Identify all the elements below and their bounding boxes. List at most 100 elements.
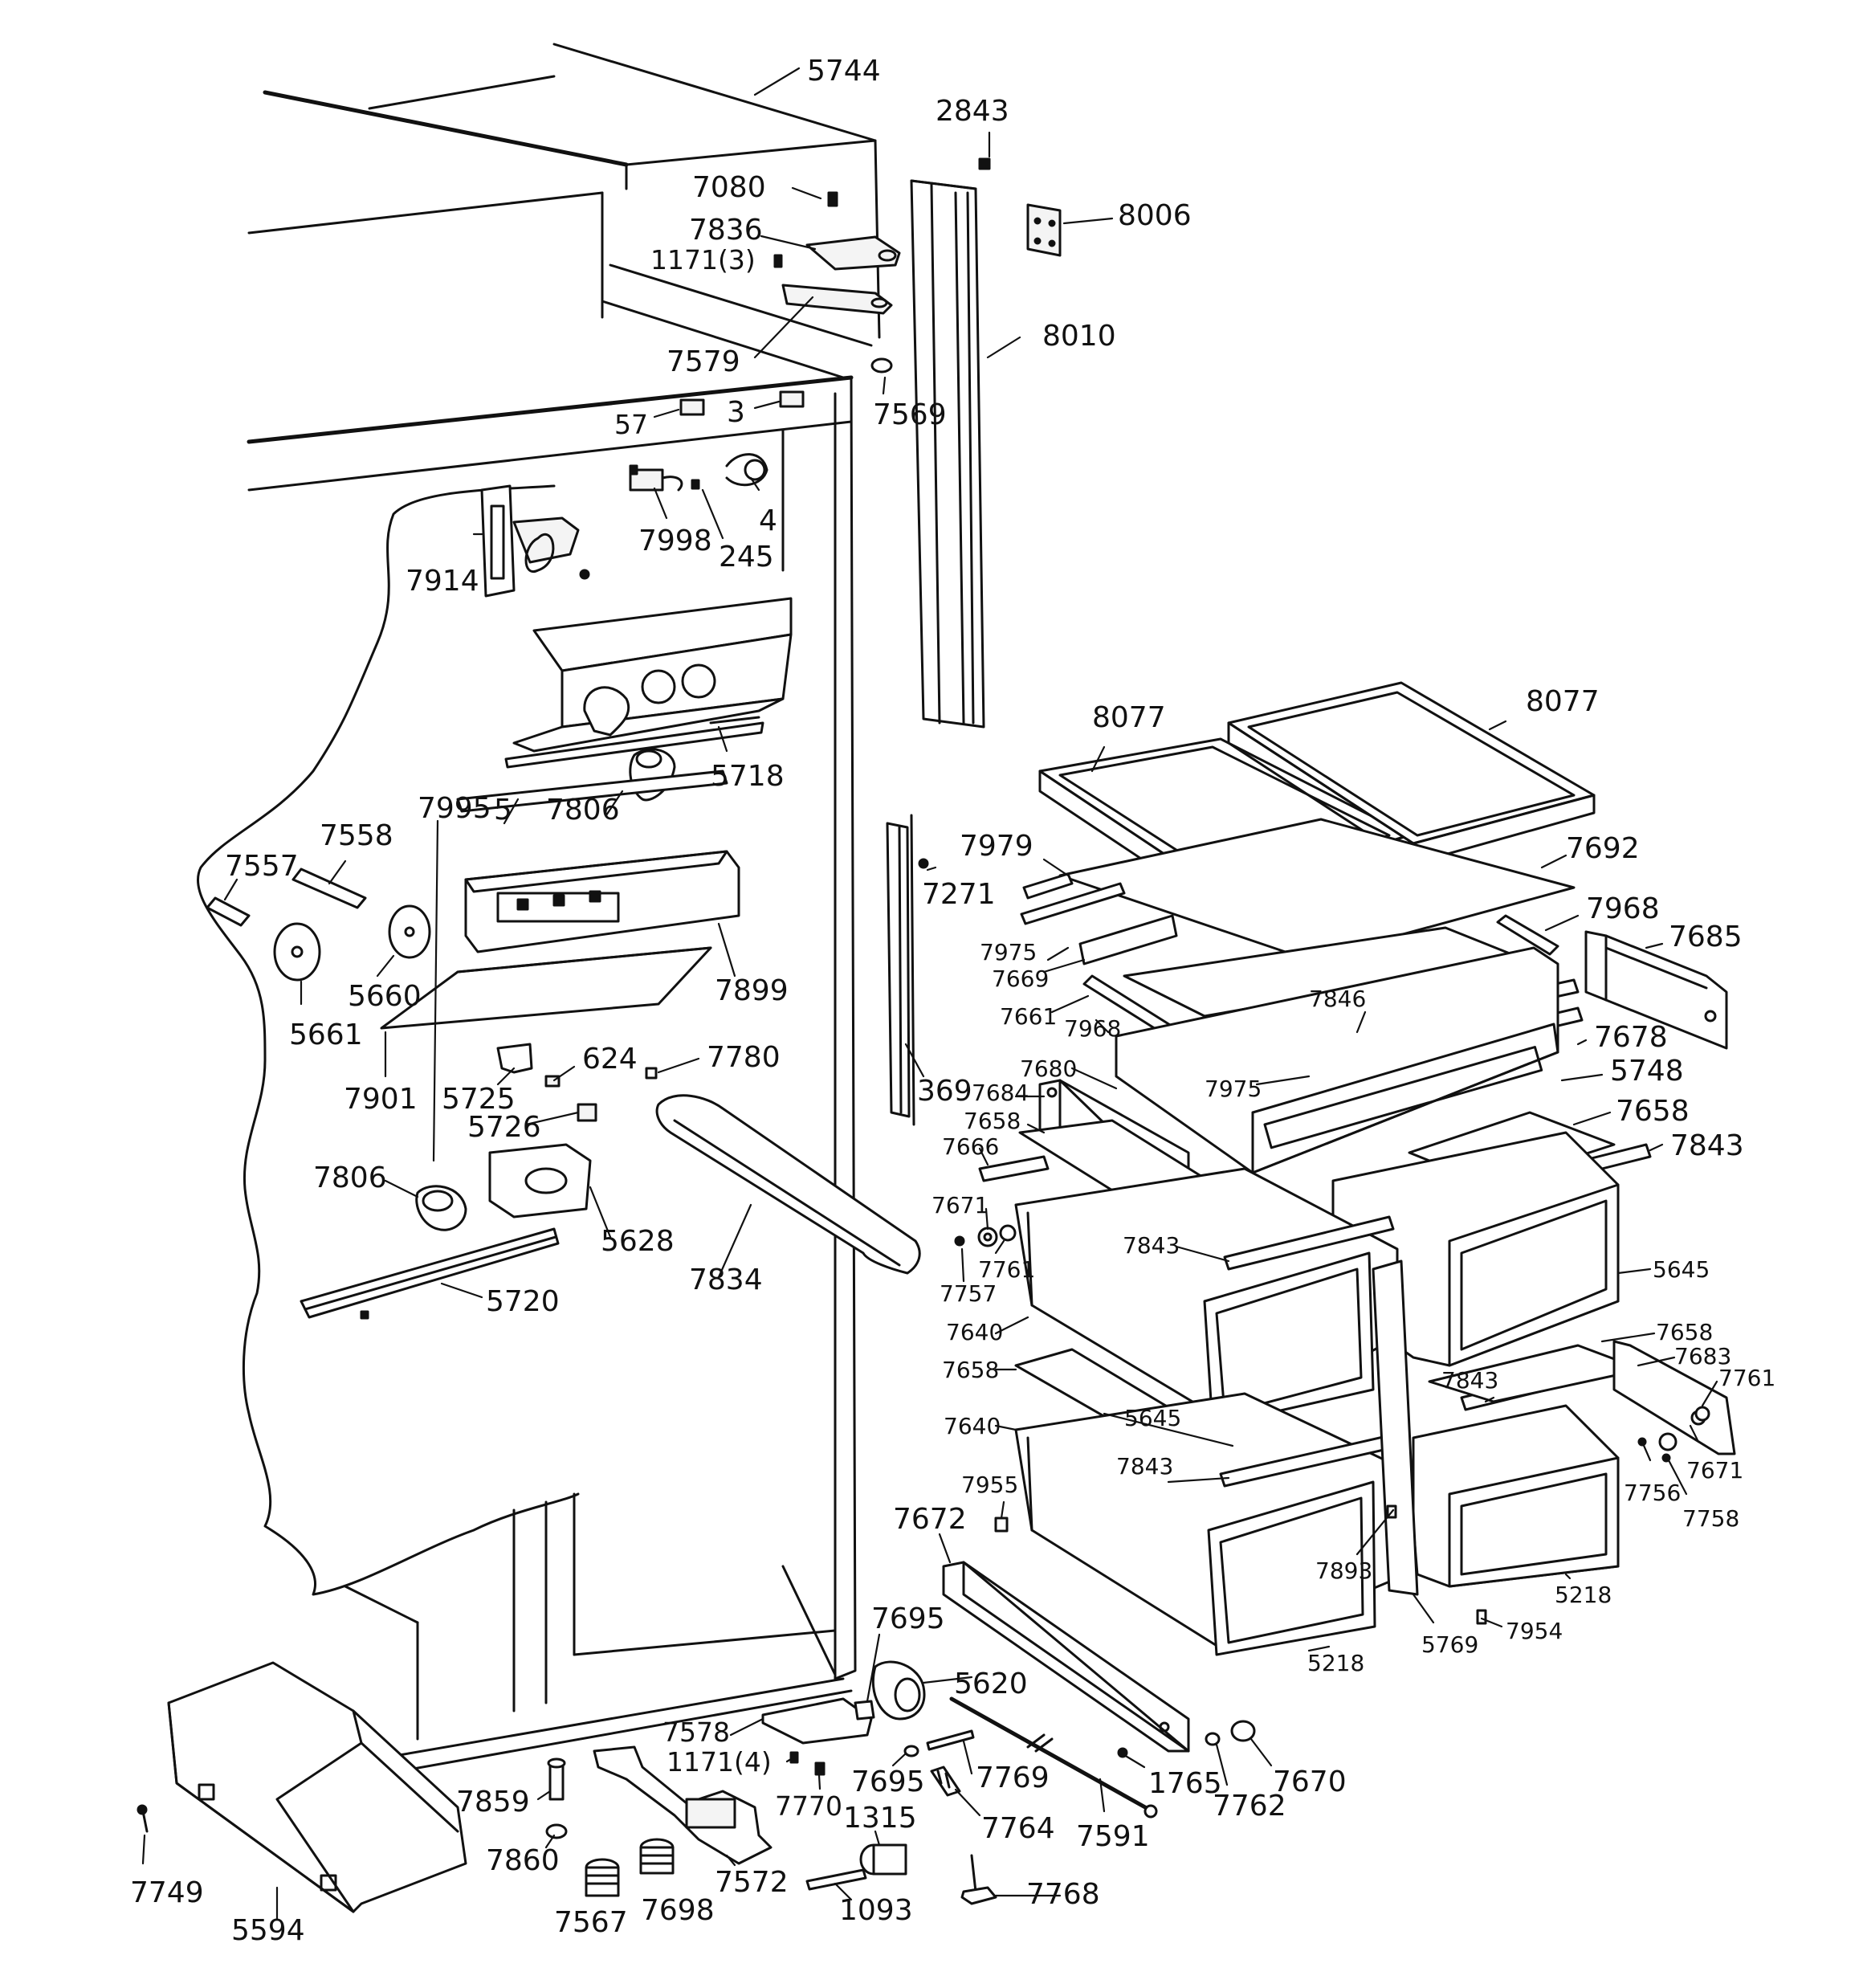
part-label-7756: 7756: [1624, 1480, 1681, 1506]
screw-7749: [137, 1804, 149, 1833]
part-label-7806-lower: 7806: [313, 1161, 387, 1194]
clip-4: [691, 453, 768, 490]
socket-7806-lower: [415, 1185, 467, 1231]
divider-5769: [1372, 1259, 1419, 1596]
part-label-7860: 7860: [486, 1844, 560, 1877]
part-label-7901: 7901: [344, 1083, 418, 1116]
rail-7968-upper: [1496, 914, 1559, 956]
strip-7995: [456, 769, 728, 813]
part-label-5661: 5661: [289, 1018, 363, 1051]
part-label-7671-a: 7671: [932, 1192, 989, 1219]
part-label-7899: 7899: [715, 974, 789, 1007]
part-label-7843-b: 7843: [1123, 1232, 1180, 1259]
clips-57-3: [679, 390, 805, 416]
part-label-7975-lower: 7975: [1205, 1076, 1262, 1102]
part-label-5744: 5744: [807, 55, 881, 88]
part-label-2843: 2843: [936, 95, 1009, 128]
part-label-5628: 5628: [601, 1225, 675, 1258]
part-label-7761-a: 7761: [978, 1256, 1035, 1283]
roller-5620: [871, 1660, 926, 1721]
rail-7672: [942, 1561, 1190, 1753]
part-label-8077-left: 8077: [1092, 701, 1166, 734]
light-housing-5718: [504, 597, 793, 769]
part-label-1171-4: 1171(4): [667, 1746, 772, 1778]
part-label-7770: 7770: [775, 1790, 842, 1822]
part-label-7684: 7684: [972, 1080, 1029, 1106]
washer-7695-lower: [903, 1745, 919, 1757]
part-label-5218-left: 5218: [1307, 1650, 1364, 1676]
part-label-1765: 1765: [1148, 1767, 1222, 1800]
part-label-7658-a: 7658: [964, 1108, 1021, 1134]
cabinet-outline: [247, 43, 881, 1777]
rod-7591: [949, 1696, 1158, 1819]
part-label-7692: 7692: [1566, 832, 1640, 865]
drawer-7640-upper: [1014, 1167, 1399, 1427]
part-label-5725: 5725: [442, 1083, 516, 1116]
part-label-7683: 7683: [1674, 1343, 1731, 1370]
cover-5748: [1115, 946, 1559, 1174]
part-label-7893: 7893: [1315, 1557, 1372, 1584]
foot-7567: [585, 1858, 620, 1897]
part-label-7762: 7762: [1213, 1790, 1286, 1823]
leader-lines: [141, 67, 1718, 1921]
part-label-8006: 8006: [1118, 199, 1192, 232]
part-label-7695-upper: 7695: [871, 1602, 945, 1635]
part-label-7658-d: 7658: [942, 1357, 999, 1383]
part-label-7671-b: 7671: [1686, 1457, 1743, 1484]
roller-7557: [206, 896, 251, 927]
part-label-7758: 7758: [1682, 1505, 1739, 1532]
top-hinge: [773, 157, 991, 374]
part-label-7579: 7579: [667, 345, 740, 378]
part-label-7761-b: 7761: [1718, 1365, 1775, 1391]
part-label-5645-upper: 5645: [1653, 1256, 1710, 1283]
drawer-7640-lower: [1014, 1392, 1403, 1656]
part-label-7669: 7669: [992, 965, 1049, 992]
foot-7698: [639, 1838, 675, 1875]
cover-5594: [167, 1661, 467, 1913]
part-label-7843-d: 7843: [1116, 1453, 1173, 1480]
part-label-7661: 7661: [1000, 1003, 1057, 1030]
screw-7770: [814, 1761, 826, 1776]
washer-7860: [545, 1823, 568, 1839]
part-label-7995: 7995: [418, 792, 491, 825]
part-label-7843-c: 7843: [1441, 1367, 1498, 1394]
part-label-1093: 1093: [839, 1894, 913, 1927]
pin-7859: [547, 1757, 566, 1801]
part-label-7836: 7836: [689, 214, 763, 247]
thermostat-7998: [629, 464, 683, 492]
part-label-57: 57: [614, 409, 648, 440]
part-label-5769: 5769: [1421, 1631, 1478, 1658]
part-label-7080: 7080: [692, 171, 766, 204]
cover-7834: [655, 1094, 921, 1275]
part-label-7567: 7567: [554, 1906, 628, 1939]
part-label-7678: 7678: [1594, 1021, 1668, 1054]
part-label-245: 245: [719, 541, 774, 574]
roller-7558: [291, 867, 367, 909]
screw-1171-4: [789, 1751, 799, 1764]
wheel-5661: [273, 922, 321, 982]
part-label-7698: 7698: [641, 1894, 715, 1927]
part-label-5660: 5660: [348, 980, 422, 1013]
part-label-7557: 7557: [225, 850, 299, 883]
spring-7764: [930, 1766, 961, 1797]
housing-7899: [464, 850, 740, 953]
leveler-7768: [960, 1854, 997, 1905]
part-label-7658-b: 7658: [1616, 1095, 1690, 1128]
part-label-369: 369: [917, 1075, 972, 1108]
rail-369: [886, 814, 915, 1126]
part-label-4: 4: [759, 504, 777, 537]
part-label-7914: 7914: [406, 565, 479, 598]
cutaway-outline: [196, 484, 580, 1596]
control-bracket-7914: [480, 484, 590, 598]
part-label-5: 5: [494, 794, 512, 827]
door-trim-8010: [910, 179, 985, 729]
part-label-5594: 5594: [231, 1914, 305, 1947]
bolt-7695-upper: [854, 1700, 875, 1721]
part-label-7843-a: 7843: [1670, 1129, 1744, 1162]
part-label-7685: 7685: [1669, 921, 1743, 953]
part-label-7591: 7591: [1076, 1820, 1150, 1853]
part-label-8077-right: 8077: [1526, 685, 1600, 718]
bracket-7685: [1584, 930, 1728, 1050]
bushing-7762: [1205, 1732, 1221, 1746]
part-label-3: 3: [727, 396, 745, 429]
